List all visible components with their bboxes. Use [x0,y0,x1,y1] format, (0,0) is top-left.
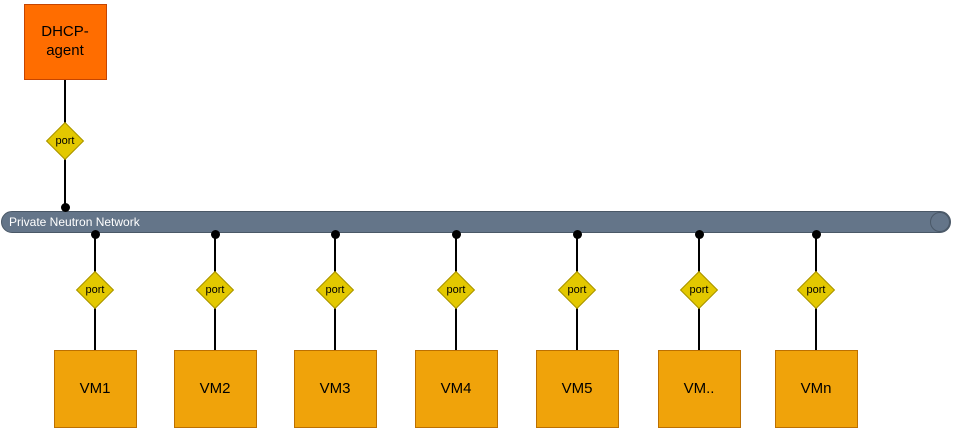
port-label: port [567,284,587,296]
vm-node: VM3 [293,350,377,428]
vm-node: VM2 [173,350,257,428]
vm-label: VM4 [440,379,472,397]
port-label: port [325,284,345,296]
bus-end-cap [930,212,950,232]
neutron-network-bus: Private Neutron Network [1,211,951,233]
connector-dot [90,230,100,239]
vm-node: VM.. [657,350,741,428]
connector-dot [811,230,821,239]
vm-port-node: port [195,270,235,310]
vm-port-node: port [315,270,355,310]
network-label: Private Neutron Network [9,215,140,229]
dhcp-port-node: port [45,121,85,161]
vm-label: VM3 [319,379,351,397]
connector-dot [451,230,461,239]
vm-port-node: port [557,270,597,310]
connector-dot [694,230,704,239]
connector-dot [572,230,582,239]
port-label: port [205,284,225,296]
vm-port-node: port [679,270,719,310]
vm-label: VMn [800,379,832,397]
port-label: port [446,284,466,296]
vm-node: VMn [774,350,858,428]
dhcp-agent-label: DHCP- agent [41,23,89,59]
vm-node: VM5 [535,350,619,428]
connector-dot [330,230,340,239]
port-label: port [806,284,826,296]
dhcp-agent-node: DHCP- agent [23,4,107,80]
port-label: port [55,135,75,147]
connector-dot [60,203,70,212]
vm-port-node: port [796,270,836,310]
vm-label: VM.. [683,379,715,397]
vm-label: VM2 [199,379,231,397]
port-label: port [85,284,105,296]
port-label: port [689,284,709,296]
vm-port-node: port [436,270,476,310]
connector-dot [210,230,220,239]
vm-port-node: port [75,270,115,310]
vm-label: VM5 [561,379,593,397]
vm-node: VM4 [414,350,498,428]
vm-label: VM1 [79,379,111,397]
vm-node: VM1 [53,350,137,428]
